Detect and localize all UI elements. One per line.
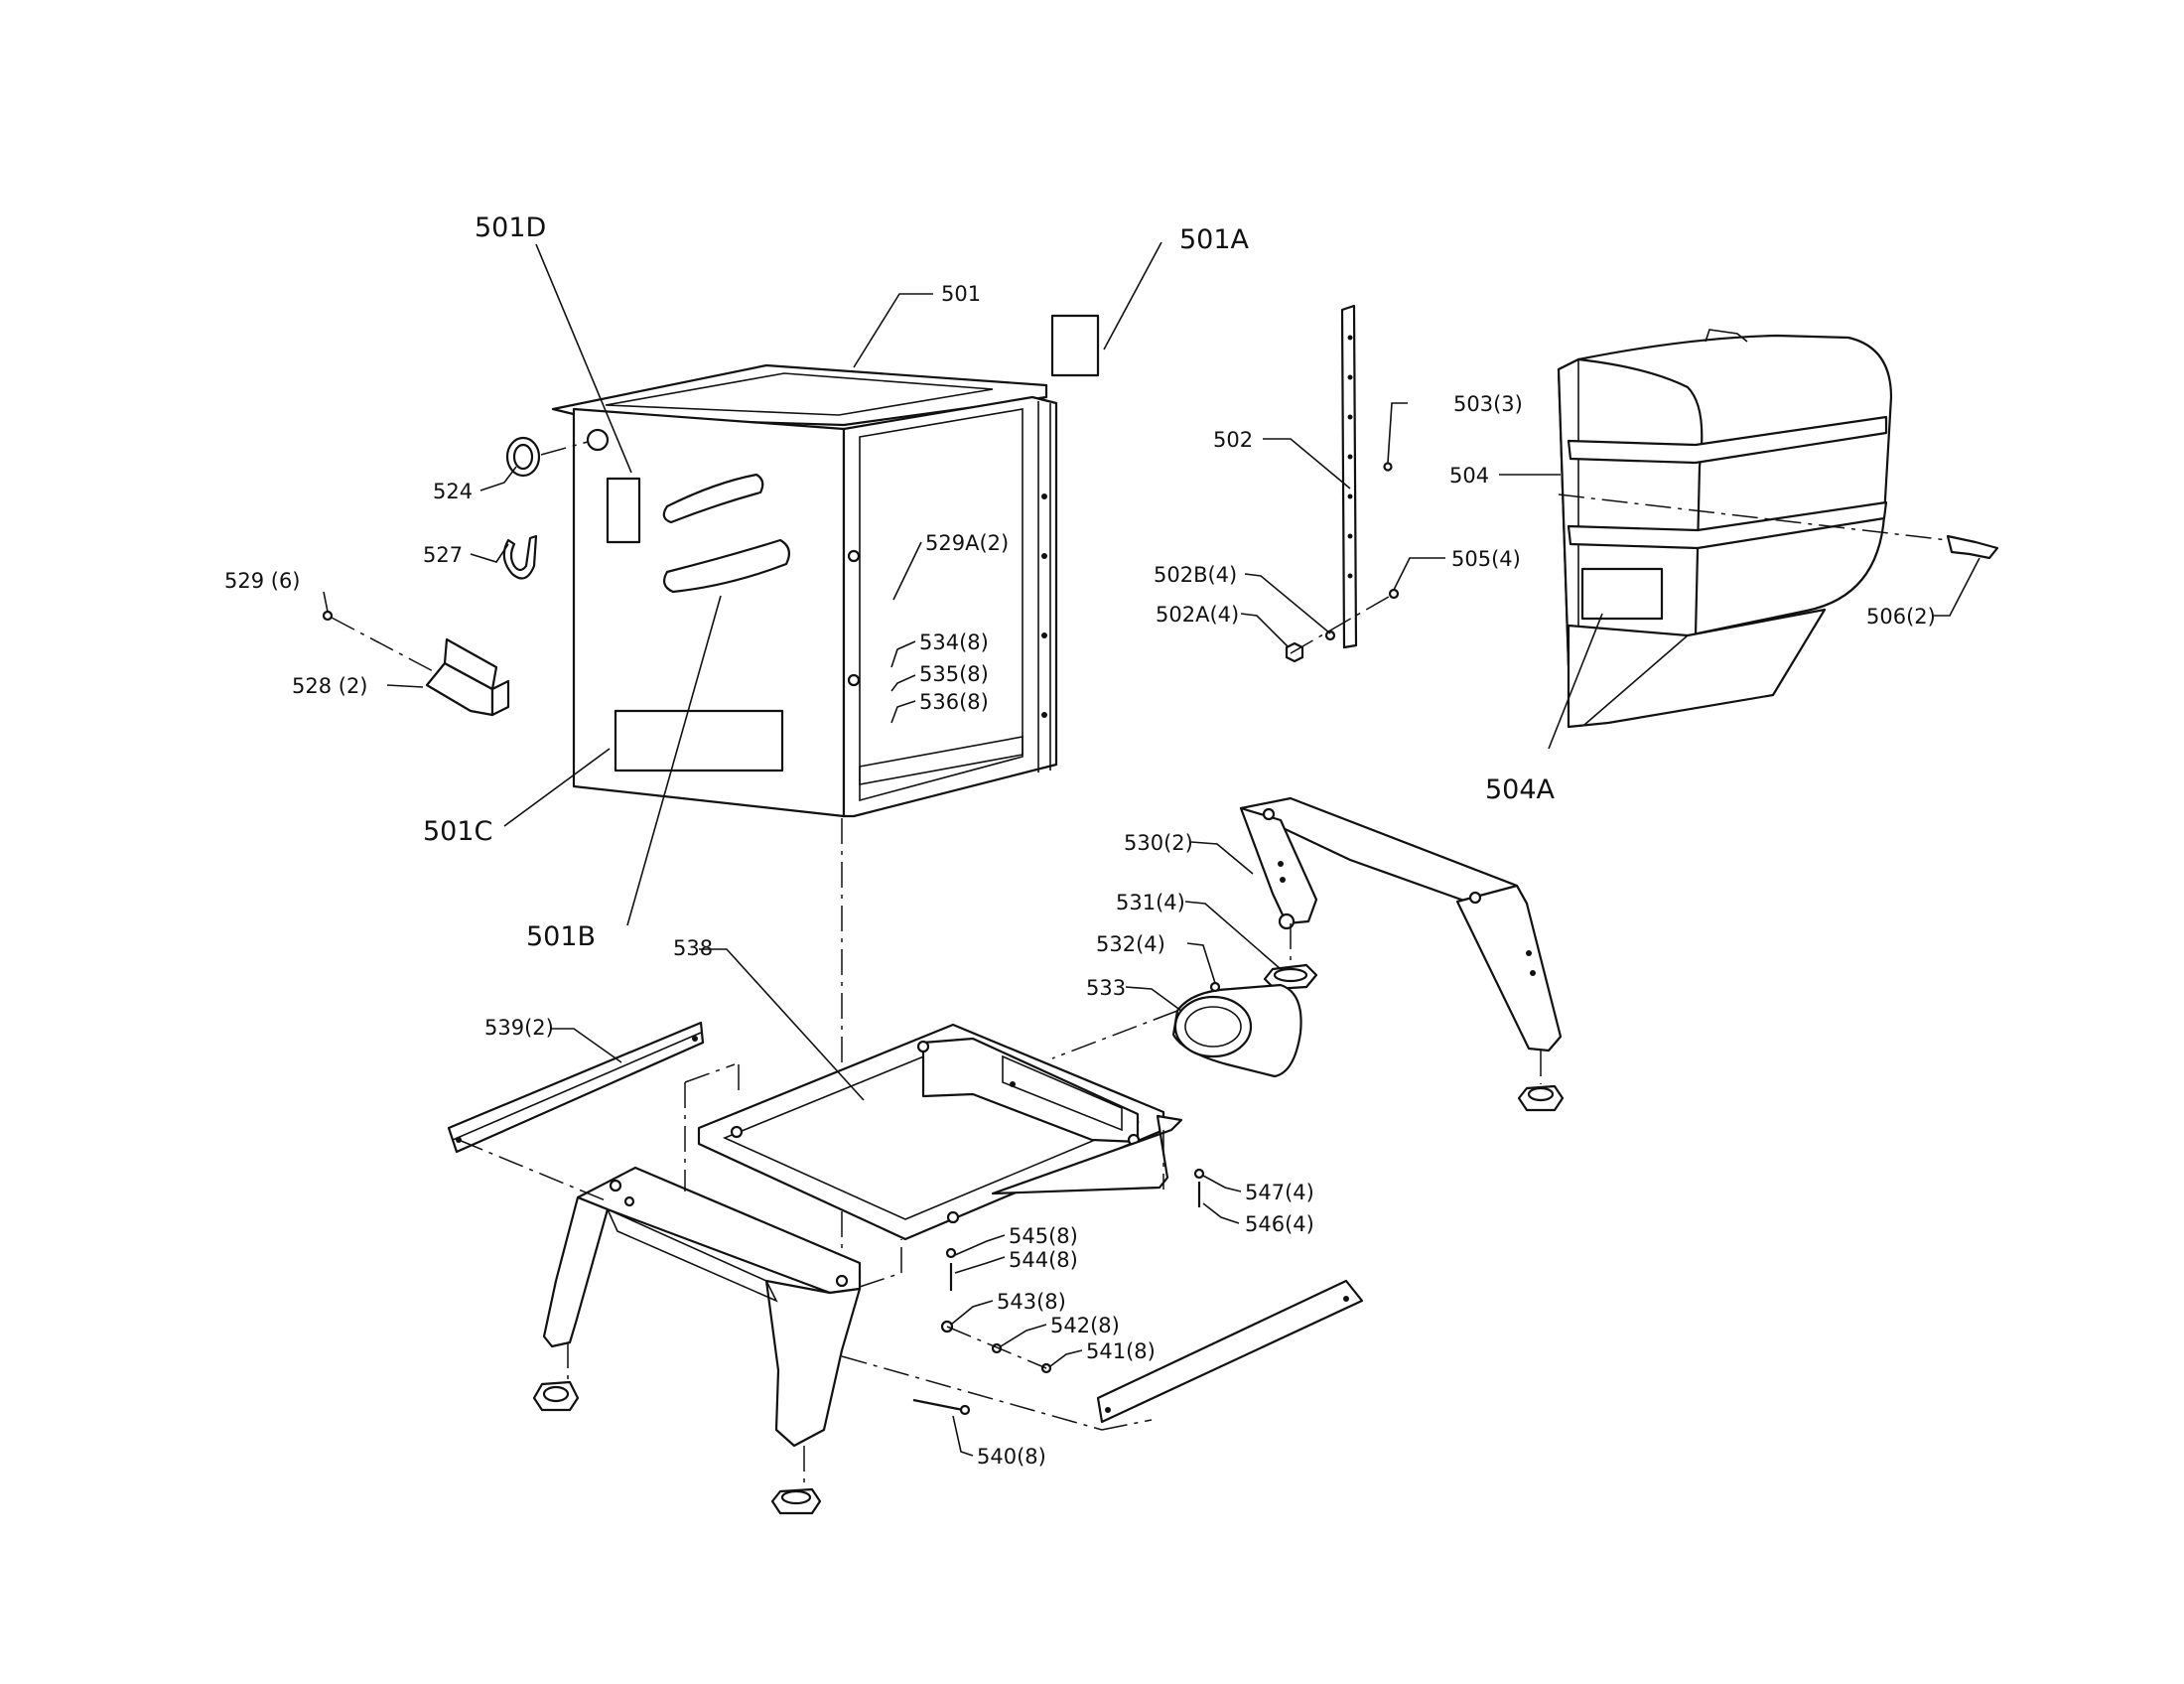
label-542: 542(8)	[1050, 1314, 1120, 1337]
label-536: 536(8)	[919, 690, 989, 714]
label-544: 544(8)	[1009, 1248, 1078, 1272]
label-531: 531(4)	[1116, 891, 1185, 914]
bracket-part-528	[425, 637, 510, 717]
label-543: 543(8)	[997, 1290, 1066, 1314]
label-541: 541(8)	[1086, 1339, 1156, 1363]
screw-part-529	[322, 610, 334, 622]
door-part-504	[1557, 329, 1893, 729]
label-539: 539(2)	[484, 1016, 554, 1040]
label-sticker-501A	[1050, 314, 1100, 377]
label-503: 503(3)	[1453, 392, 1523, 416]
label-534: 534(8)	[919, 631, 989, 654]
label-504A: 504A	[1485, 774, 1556, 805]
label-504: 504	[1449, 464, 1489, 488]
label-528: 528 (2)	[292, 674, 368, 698]
label-527: 527	[423, 543, 463, 567]
label-501A: 501A	[1179, 224, 1250, 255]
hinge-part-502	[1340, 304, 1358, 649]
leveling-foot-left	[532, 1380, 580, 1412]
leg-assembly-front	[542, 1166, 862, 1448]
label-535: 535(8)	[919, 662, 989, 686]
label-501B: 501B	[526, 921, 596, 952]
strap-part-539	[447, 1021, 705, 1154]
latch-part-506	[1946, 534, 1999, 560]
washer-part-545	[945, 1247, 957, 1259]
leveling-foot-part-531	[1263, 963, 1318, 991]
label-506: 506(2)	[1866, 605, 1936, 629]
leveling-foot-rear	[1517, 1084, 1565, 1112]
label-532: 532(4)	[1096, 932, 1165, 956]
label-529: 529 (6)	[224, 569, 301, 593]
label-547: 547(4)	[1245, 1181, 1314, 1204]
bolt-part-540	[912, 1398, 971, 1416]
washer-part-547	[1193, 1168, 1205, 1180]
label-501D: 501D	[475, 212, 546, 243]
label-502A: 502A(4)	[1156, 603, 1239, 627]
label-505: 505(4)	[1451, 547, 1521, 571]
label-546: 546(4)	[1245, 1212, 1314, 1236]
dust-port-part-533	[1171, 983, 1302, 1078]
label-538: 538	[673, 936, 713, 960]
label-501C: 501C	[423, 816, 492, 847]
screw-part-532	[1209, 981, 1221, 993]
label-524: 524	[433, 480, 473, 503]
label-502: 502	[1213, 428, 1253, 452]
label-501: 501	[941, 282, 981, 306]
label-533: 533	[1086, 976, 1126, 1000]
washer-part-502B	[1324, 630, 1336, 641]
label-545: 545(8)	[1009, 1224, 1078, 1248]
cabinet-part-501	[551, 363, 1058, 818]
label-530: 530(2)	[1124, 831, 1193, 855]
part-labels: 501D 501A 501 524 527 529 (6) 528 (2) 52…	[224, 212, 1936, 1469]
screw-part-505	[1388, 588, 1400, 600]
label-540: 540(8)	[977, 1445, 1046, 1469]
screw-part-503	[1383, 462, 1393, 472]
leg-assembly-part-530	[1239, 796, 1563, 1052]
label-502B: 502B(4)	[1154, 563, 1237, 587]
leader-lines	[323, 241, 1980, 1457]
hook-part-527	[502, 534, 538, 580]
leveling-foot-center	[770, 1487, 822, 1515]
stand-frame-part-538	[697, 1023, 1183, 1241]
label-529A: 529A(2)	[925, 531, 1009, 555]
nut-part-502A	[1285, 641, 1304, 663]
grommet-part-524	[505, 436, 541, 478]
strap-part-541	[1096, 1279, 1364, 1424]
